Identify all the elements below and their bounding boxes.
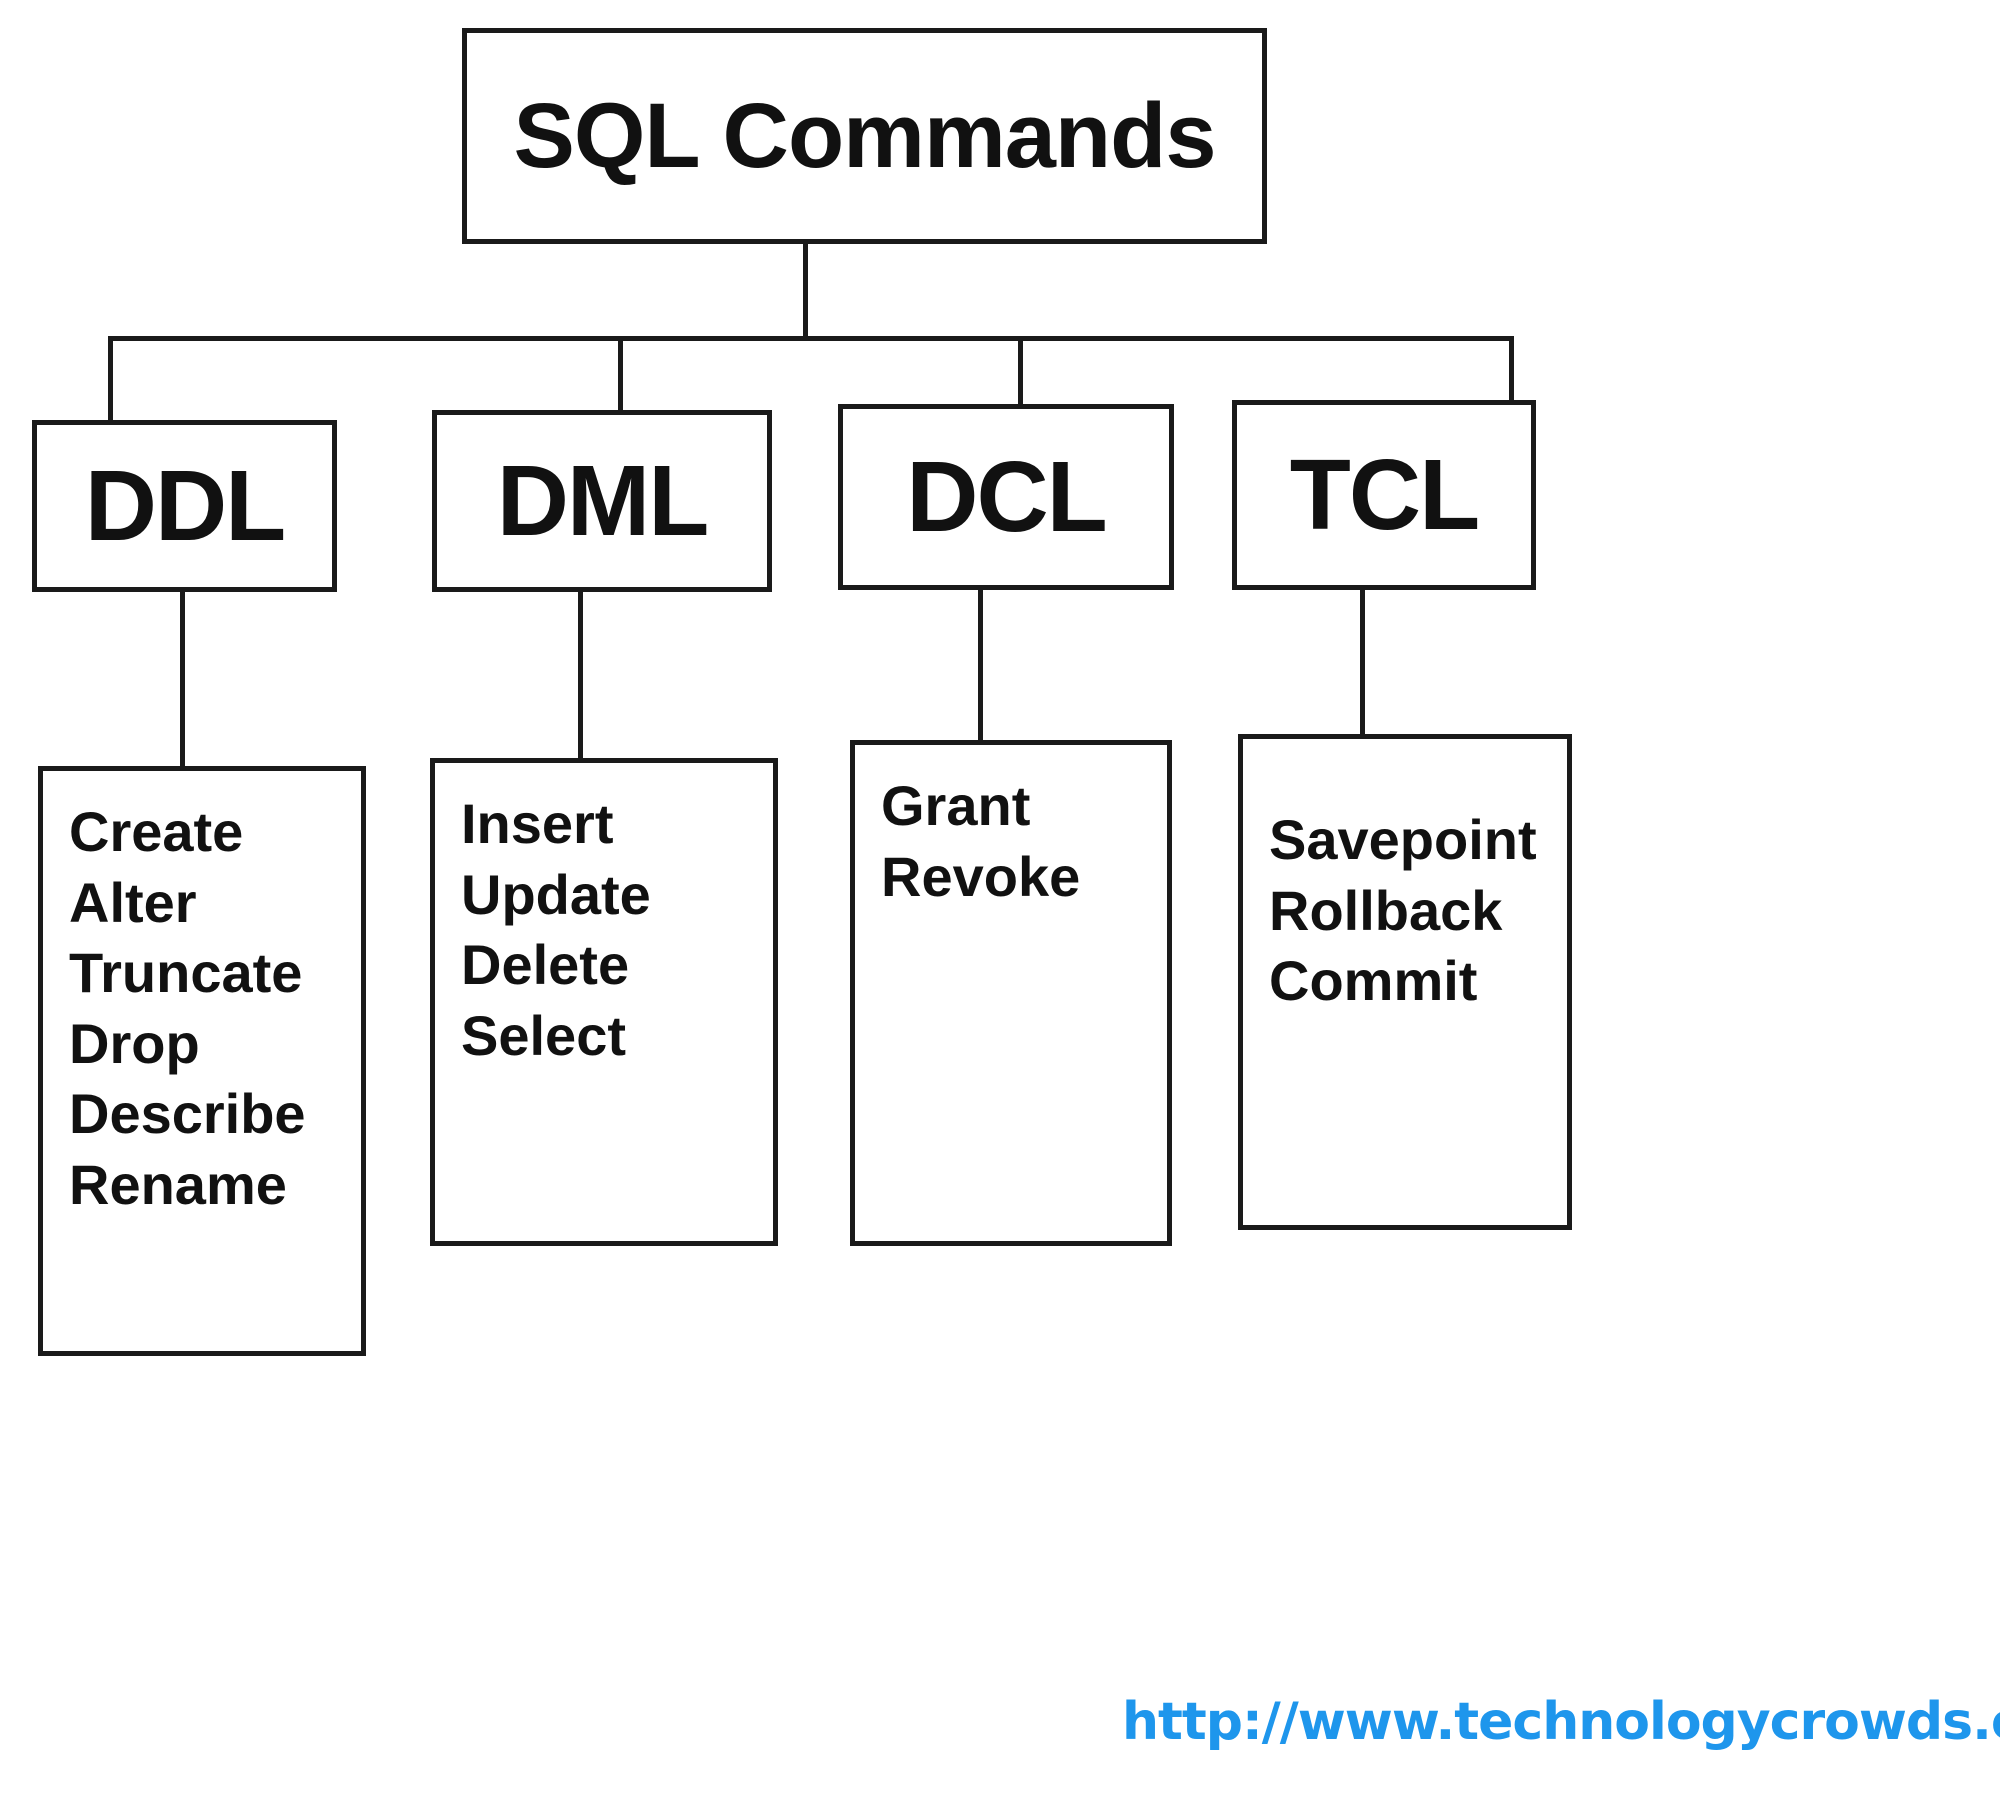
command-item: Alter: [69, 870, 197, 934]
category-label-dml: DML: [496, 445, 710, 557]
category-node-dml[interactable]: DML: [432, 410, 772, 592]
category-node-ddl[interactable]: DDL: [32, 420, 337, 592]
command-item: Grant: [881, 774, 1031, 837]
command-item: Update: [461, 862, 651, 926]
command-item: Delete: [461, 933, 630, 997]
command-item: Rename: [69, 1152, 287, 1216]
command-item: Truncate: [69, 941, 303, 1005]
command-item: Rollback: [1269, 878, 1503, 942]
connector-root-trunk: [803, 244, 808, 340]
root-node-label: SQL Commands: [513, 85, 1217, 187]
watermark-url[interactable]: http://www.technologycrowds.com/: [1122, 1692, 2000, 1752]
command-item: Describe: [69, 1082, 306, 1146]
category-label-tcl: TCL: [1289, 439, 1480, 551]
category-label-ddl: DDL: [84, 450, 287, 562]
command-list-items-tcl: Savepoint Rollback Commit: [1269, 805, 1561, 1017]
command-list-dcl[interactable]: Grant Revoke: [850, 740, 1172, 1246]
category-label-dcl: DCL: [906, 441, 1108, 553]
command-list-ddl[interactable]: Create Alter Truncate Drop Describe Rena…: [38, 766, 366, 1356]
command-item: Create: [69, 800, 244, 863]
command-item: Insert: [461, 792, 614, 855]
command-list-items-dml: Insert Update Delete Select: [461, 789, 767, 1071]
connector-dcl-to-list: [978, 589, 983, 741]
category-node-tcl[interactable]: TCL: [1232, 400, 1536, 590]
command-list-items-dcl: Grant Revoke: [881, 771, 1161, 912]
connector-bus-to-dml: [618, 336, 623, 424]
category-node-dcl[interactable]: DCL: [838, 404, 1174, 590]
connector-bus-to-dcl: [1018, 336, 1023, 424]
connector-bus-to-ddl: [108, 336, 113, 424]
connector-dml-to-list: [578, 591, 583, 761]
connector-ddl-to-list: [180, 591, 185, 767]
connector-horizontal-bus: [108, 336, 1514, 341]
command-item: Savepoint: [1269, 808, 1537, 871]
command-item: Drop: [69, 1011, 200, 1075]
command-item: Revoke: [881, 844, 1081, 908]
root-node-sql-commands[interactable]: SQL Commands: [462, 28, 1267, 244]
command-item: Commit: [1269, 949, 1478, 1013]
command-item: Select: [461, 1003, 626, 1067]
connector-tcl-to-list: [1360, 589, 1365, 735]
command-list-tcl[interactable]: Savepoint Rollback Commit: [1238, 734, 1572, 1230]
command-list-items-ddl: Create Alter Truncate Drop Describe Rena…: [69, 797, 355, 1220]
command-list-dml[interactable]: Insert Update Delete Select: [430, 758, 778, 1246]
